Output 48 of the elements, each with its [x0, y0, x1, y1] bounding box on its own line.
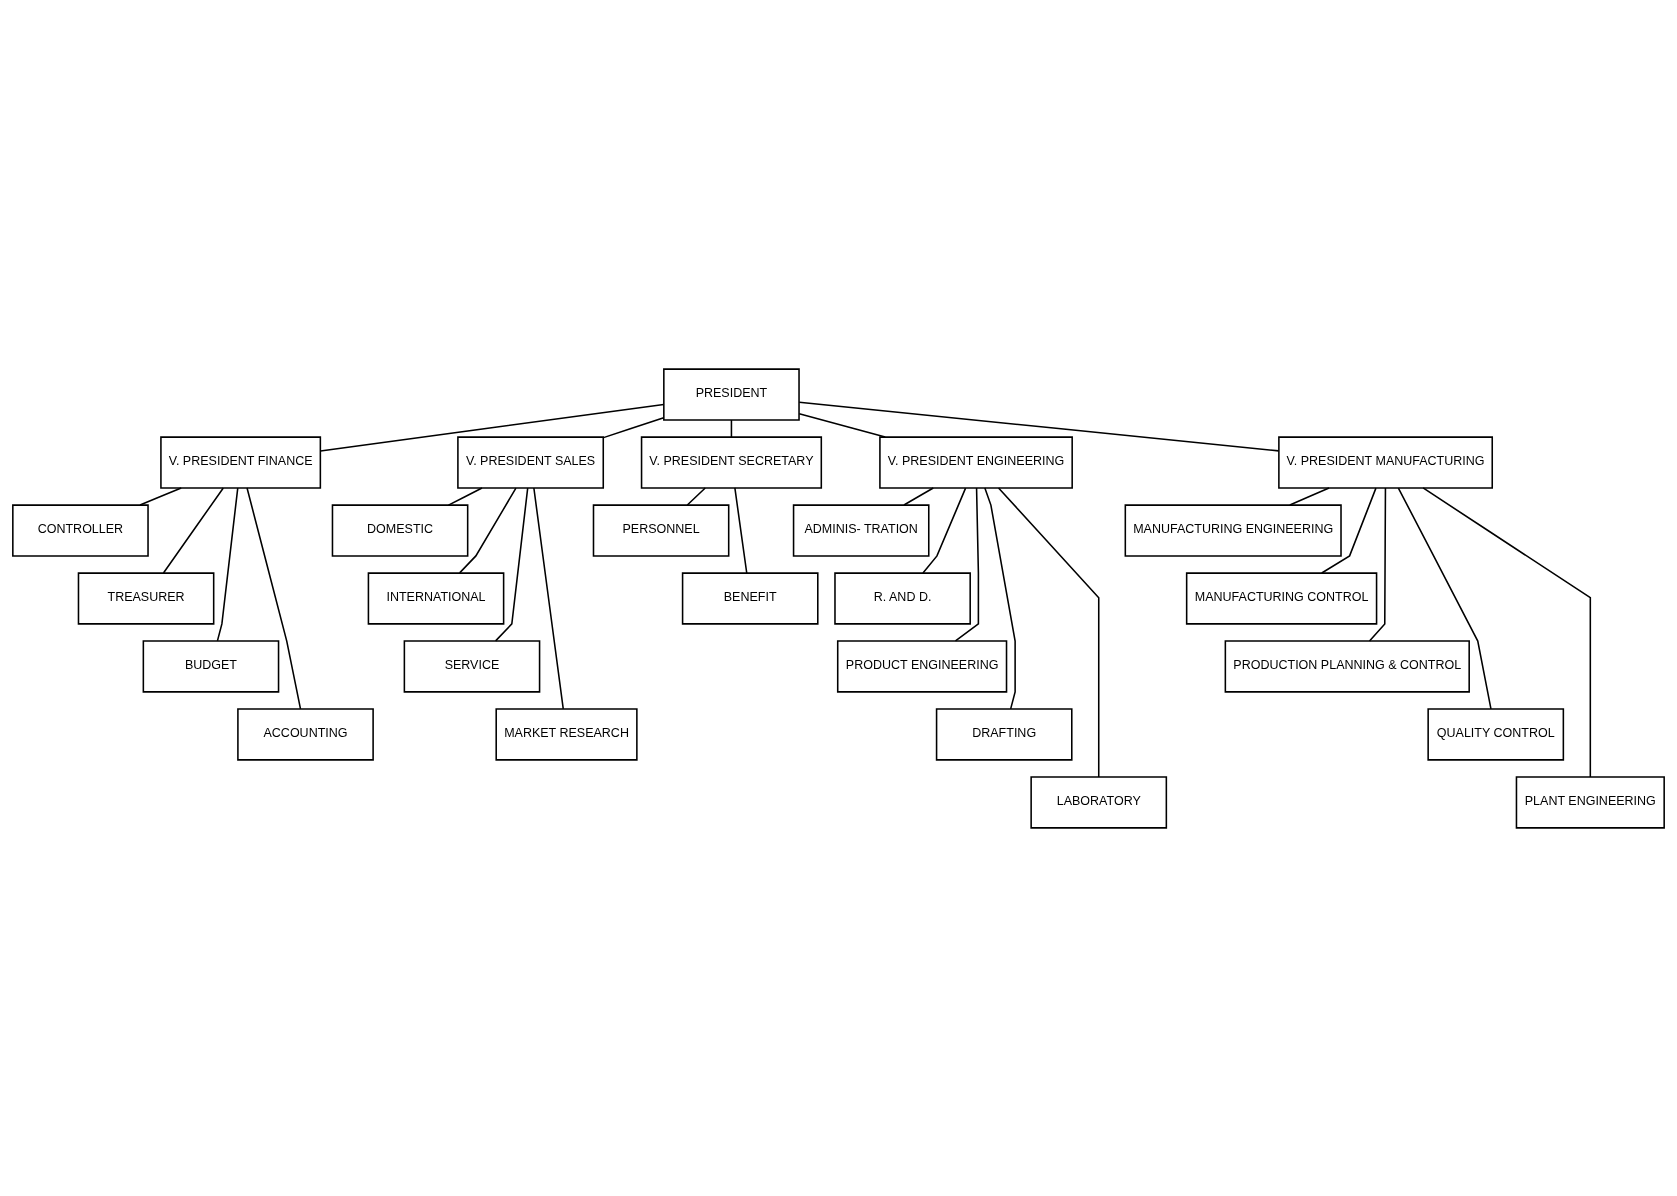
node-box: R. AND D. — [834, 571, 971, 625]
node-box: TREASURER — [77, 571, 215, 625]
node-box: INTERNATIONAL — [367, 571, 505, 625]
connector — [1368, 486, 1387, 642]
node-box: PRESIDENT — [663, 367, 800, 421]
connector — [246, 486, 302, 710]
connector — [1422, 486, 1592, 778]
node-box: V. PRESIDENT ENGINEERING — [879, 435, 1073, 489]
connector — [734, 486, 748, 574]
node-box: V. PRESIDENT MANUFACTURING — [1278, 435, 1493, 489]
connector — [602, 416, 665, 438]
node-box: QUALITY CONTROL — [1427, 707, 1565, 761]
connector — [984, 486, 1016, 710]
connector — [162, 486, 225, 574]
connector — [798, 400, 1280, 452]
connector — [139, 486, 182, 506]
connector — [798, 412, 886, 438]
connector — [1397, 486, 1492, 710]
connector — [216, 486, 239, 642]
node-box: BENEFIT — [681, 571, 819, 625]
node-box: MANUFACTURING ENGINEERING — [1124, 503, 1342, 557]
node-box: CONTROLLER — [12, 503, 149, 557]
node-box: BUDGET — [142, 639, 280, 693]
connector — [447, 486, 483, 506]
node-box: LABORATORY — [1030, 775, 1168, 829]
connector — [494, 486, 529, 642]
connector — [686, 486, 706, 506]
connector — [533, 486, 564, 710]
node-box: MANUFACTURING CONTROL — [1185, 571, 1378, 625]
node-box: PRODUCT ENGINEERING — [836, 639, 1008, 693]
node-box: ACCOUNTING — [237, 707, 374, 761]
node-box: DRAFTING — [935, 707, 1073, 761]
node-box: DOMESTIC — [331, 503, 469, 557]
connector — [319, 403, 665, 452]
connector — [903, 486, 935, 506]
node-box: V. PRESIDENT SALES — [457, 435, 605, 489]
node-box: SERVICE — [403, 639, 541, 693]
connector — [458, 486, 517, 574]
connector — [997, 486, 1100, 778]
node-box: MARKET RESEARCH — [495, 707, 638, 761]
node-box: V. PRESIDENT FINANCE — [160, 435, 322, 489]
node-box: PLANT ENGINEERING — [1515, 775, 1665, 829]
node-box: V. PRESIDENT SECRETARY — [640, 435, 823, 489]
node-box: PERSONNEL — [592, 503, 730, 557]
connector — [1289, 486, 1330, 506]
connector — [922, 486, 967, 574]
node-box: ADMINIS- TRATION — [792, 503, 930, 557]
node-box: PRODUCTION PLANNING & CONTROL — [1224, 639, 1470, 693]
